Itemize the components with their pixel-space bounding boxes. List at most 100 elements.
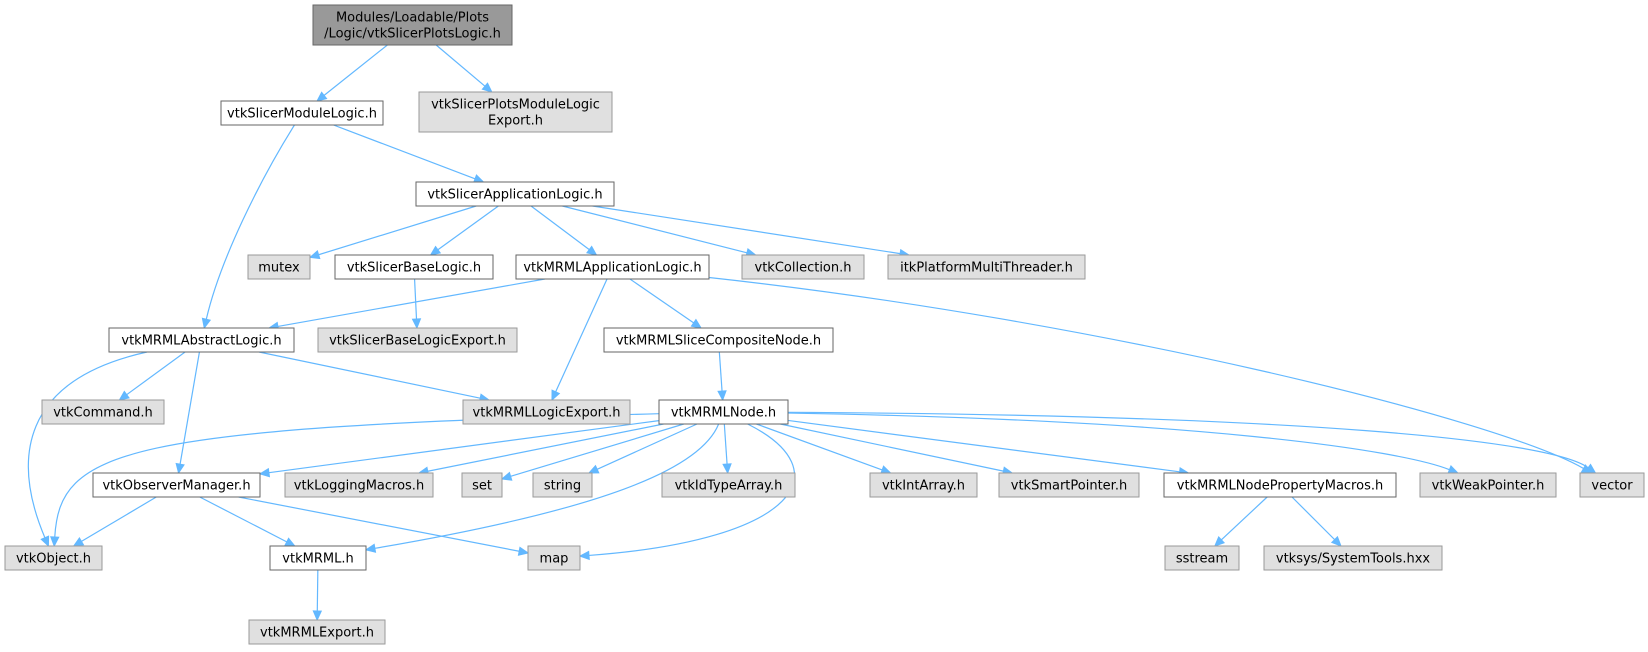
edge-module-logic-to-abstract-logic	[201, 124, 295, 330]
node-box	[603, 327, 834, 353]
edge-mrml-node-to-observer-mgr	[258, 420, 660, 478]
edge-mrml-app-logic-to-slice-composite	[629, 278, 703, 329]
node-id-type-array: vtkIdTypeArray.h	[661, 472, 796, 498]
arrowhead	[316, 91, 328, 102]
node-label: vtkWeakPointer.h	[1432, 479, 1545, 494]
edge-line	[530, 205, 590, 251]
arrowhead	[500, 471, 513, 481]
edge-base-logic-to-base-logic-export	[411, 278, 422, 330]
edge-mrml-app-logic-to-logic-export	[551, 278, 608, 402]
node-mrml-app-logic[interactable]: vtkMRMLApplicationLogic.h	[515, 254, 710, 280]
node-label: vtkMRMLApplicationLogic.h	[523, 261, 701, 276]
edge-abstract-logic-to-observer-mgr	[175, 351, 201, 475]
arrowhead	[50, 536, 60, 548]
node-label: vtkObserverManager.h	[102, 479, 250, 494]
node-observer-mgr[interactable]: vtkObserverManager.h	[92, 472, 261, 498]
edge-mrml-app-logic-to-vector	[708, 276, 1593, 474]
node-box	[4, 545, 103, 571]
node-base-logic-export: vtkSlicerBaseLogicExport.h	[317, 327, 518, 353]
node-mrml-export: vtkMRMLExport.h	[248, 619, 386, 645]
arrowhead	[118, 390, 130, 401]
arrowhead	[1584, 463, 1597, 474]
edge-line	[780, 423, 1004, 472]
edge-mrml-node-to-smart-pointer	[780, 423, 1014, 476]
node-module-logic[interactable]: vtkSlicerModuleLogic.h	[220, 100, 384, 126]
node-base-logic[interactable]: vtkSlicerBaseLogic.h	[334, 254, 494, 280]
node-vector: vector	[1579, 472, 1645, 498]
edge-line	[787, 412, 1450, 471]
arrowhead	[481, 82, 493, 93]
node-label: Modules/Loadable/Plots	[336, 11, 489, 26]
edge-line	[258, 351, 481, 399]
node-box	[312, 4, 513, 46]
edge-module-logic-to-app-logic	[333, 124, 485, 184]
node-box	[1263, 545, 1443, 571]
edge-line	[81, 496, 157, 542]
node-box	[334, 254, 494, 280]
node-box	[108, 327, 295, 353]
node-system-tools: vtksys/SystemTools.hxx	[1263, 545, 1443, 571]
node-mrml[interactable]: vtkMRML.h	[269, 545, 367, 571]
node-label: vtkSlicerBaseLogic.h	[347, 261, 481, 276]
arrowhead	[429, 245, 442, 256]
node-logic-export: vtkMRMLLogicExport.h	[462, 399, 631, 425]
edge-line	[205, 124, 295, 320]
arrowhead	[587, 464, 600, 474]
edge-line	[179, 351, 201, 465]
node-label: vtkMRMLLogicExport.h	[473, 406, 621, 421]
edge-line	[787, 411, 1589, 469]
node-box	[418, 91, 613, 133]
edge-line	[708, 276, 1584, 470]
node-box	[220, 100, 384, 126]
node-label: vtkSlicerModuleLogic.h	[227, 107, 377, 122]
node-abstract-logic[interactable]: vtkMRMLAbstractLogic.h	[108, 327, 295, 353]
node-label: vtkMRML.h	[282, 552, 353, 567]
arrowhead	[364, 543, 377, 553]
node-node-prop-macros[interactable]: vtkMRMLNodePropertyMacros.h	[1163, 472, 1397, 498]
arrowhead	[517, 546, 530, 556]
node-label: vtkObject.h	[16, 552, 91, 567]
arrowhead	[284, 537, 296, 547]
node-mrml-node[interactable]: vtkMRMLNode.h	[658, 399, 789, 425]
arrowhead	[411, 318, 422, 330]
node-label: vtkCollection.h	[755, 261, 852, 276]
node-int-array: vtkIntArray.h	[869, 472, 978, 498]
node-box	[248, 619, 386, 645]
node-label: vtkMRMLNode.h	[671, 406, 776, 421]
node-box	[415, 181, 615, 207]
edge-app-logic-to-mutex	[308, 205, 477, 260]
edge-line	[316, 569, 319, 612]
node-map: map	[527, 545, 581, 571]
edge-root-to-plots-export	[435, 44, 493, 93]
edge-line	[54, 413, 660, 538]
edge-line	[413, 278, 418, 320]
node-slice-composite[interactable]: vtkMRMLSliceCompositeNode.h	[603, 327, 834, 353]
edge-line	[555, 278, 608, 393]
node-label: Export.h	[488, 114, 543, 129]
arrowhead	[40, 535, 50, 548]
edge-observer-mgr-to-object	[72, 496, 157, 547]
node-box	[658, 399, 789, 425]
node-collection: vtkCollection.h	[741, 254, 865, 280]
node-app-logic[interactable]: vtkSlicerApplicationLogic.h	[415, 181, 615, 207]
edge-line	[1220, 496, 1268, 541]
node-label: sstream	[1176, 552, 1228, 567]
node-logging-macros: vtkLoggingMacros.h	[284, 472, 434, 498]
edge-mrml-node-to-string	[587, 423, 698, 474]
node-sstream: sstream	[1164, 545, 1240, 571]
edge-mrml-node-to-set	[500, 423, 684, 481]
node-box	[1164, 545, 1240, 571]
edge-abstract-logic-to-object	[27, 351, 148, 548]
arrowhead	[1213, 536, 1226, 547]
node-weak-pointer: vtkWeakPointer.h	[1419, 472, 1557, 498]
node-label: mutex	[258, 261, 300, 276]
node-box	[1163, 472, 1397, 498]
edge-line	[318, 205, 477, 256]
edge-line	[427, 423, 664, 472]
edge-line	[435, 44, 486, 87]
node-box	[661, 472, 796, 498]
node-box	[515, 254, 710, 280]
arrowhead	[72, 537, 85, 547]
node-box	[532, 472, 593, 498]
